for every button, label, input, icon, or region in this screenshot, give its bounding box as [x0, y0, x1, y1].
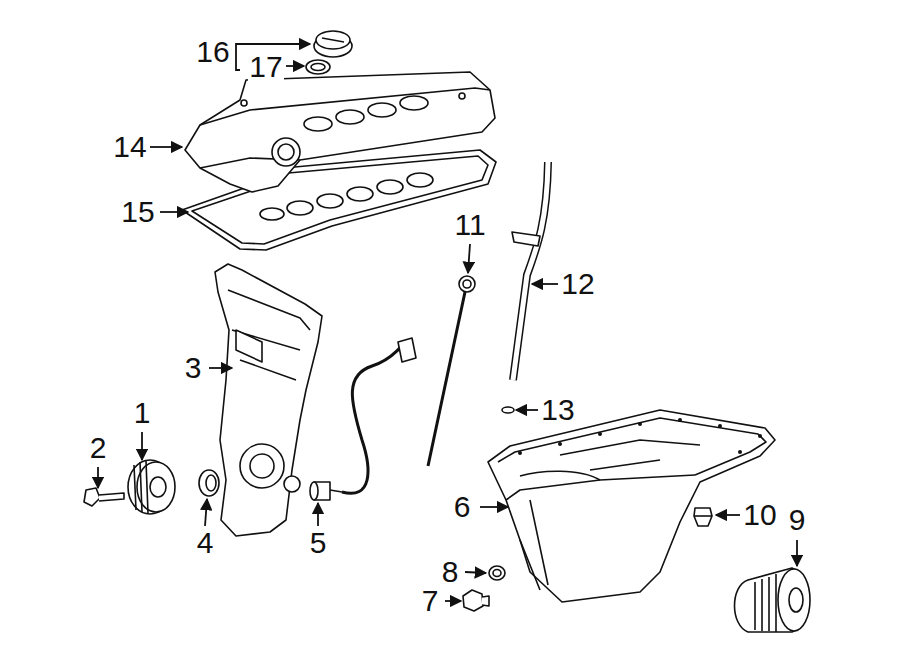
- callout-number: 1: [133, 398, 152, 428]
- callout-number: 10: [742, 500, 777, 530]
- callout-number: 8: [441, 557, 460, 587]
- callout-number: 12: [560, 269, 595, 299]
- callout-number: 15: [120, 197, 155, 227]
- callout-number: 11: [453, 210, 486, 240]
- callout-number: 14: [112, 132, 147, 162]
- callout-number: 16: [195, 37, 230, 67]
- callout-number: 13: [540, 395, 575, 425]
- callout-number: 4: [196, 528, 215, 558]
- callout-number: 5: [309, 528, 328, 558]
- callout-number: 6: [453, 492, 472, 522]
- callout-number: 3: [184, 353, 203, 383]
- callout-number: 7: [421, 586, 440, 616]
- callout-number: 9: [788, 505, 807, 535]
- callout-number: 2: [89, 433, 108, 463]
- callout-number: 17: [248, 52, 283, 82]
